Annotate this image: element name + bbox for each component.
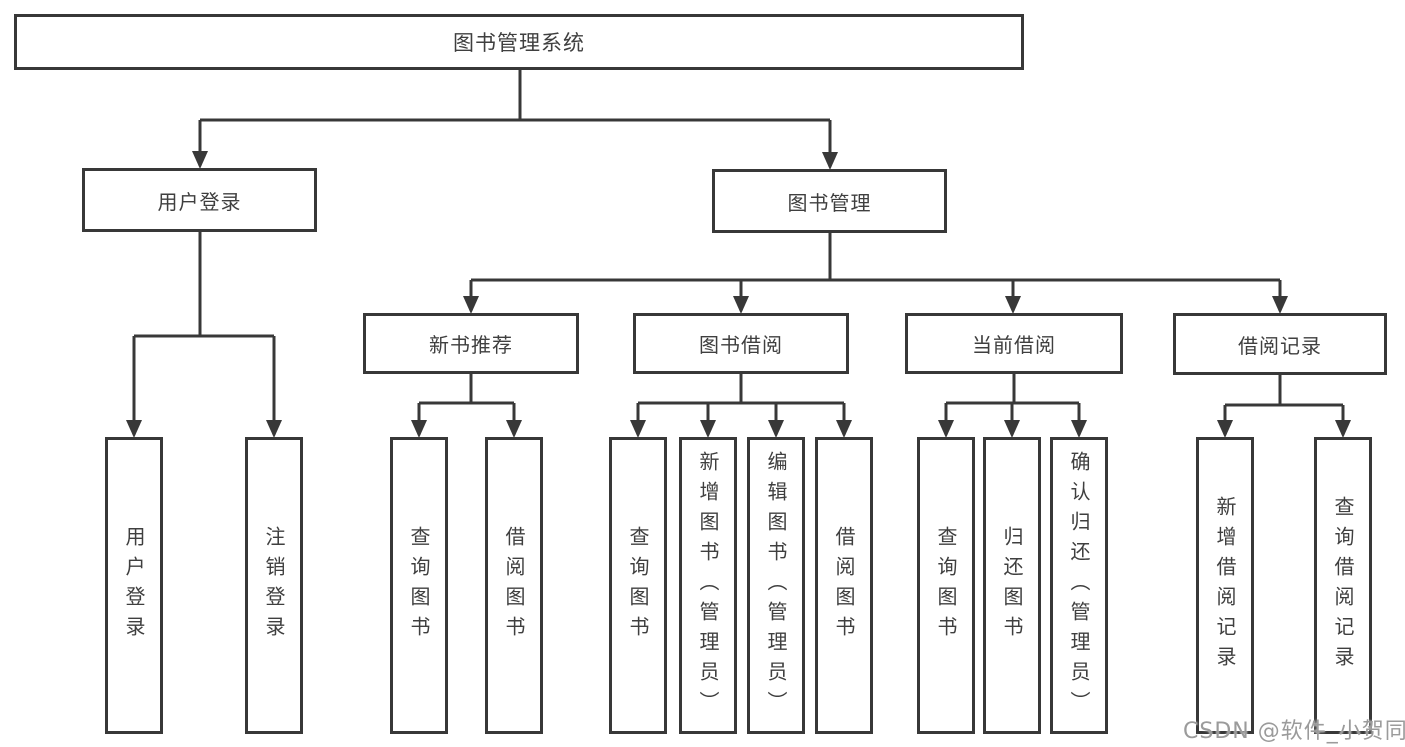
leaf-query-books: 查询图书 bbox=[917, 437, 975, 734]
node-book-management: 图书管理 bbox=[712, 169, 947, 233]
leaf-borrow-books: 借阅图书 bbox=[815, 437, 873, 734]
node-library-management-system: 图书管理系统 bbox=[14, 14, 1024, 70]
csdn-watermark: CSDN @软件_小贺同学 bbox=[1183, 719, 1405, 744]
node-borrowing-records: 借阅记录 bbox=[1173, 313, 1387, 375]
node-label: 归还图书 bbox=[1000, 525, 1024, 646]
node-label: 当前借阅 bbox=[972, 333, 1056, 357]
leaf-return-books: 归还图书 bbox=[983, 437, 1041, 734]
node-new-book-recommendation: 新书推荐 bbox=[363, 313, 579, 374]
node-label: 注销登录 bbox=[262, 525, 286, 646]
node-label: 新增图书（管理员） bbox=[696, 450, 720, 721]
leaf-logout-login: 注销登录 bbox=[245, 437, 303, 734]
leaf-borrow-books: 借阅图书 bbox=[485, 437, 543, 734]
node-label: 图书管理 bbox=[787, 190, 872, 215]
node-label: 查询图书 bbox=[934, 525, 958, 646]
node-label: 查询图书 bbox=[626, 525, 650, 646]
node-label: 查询图书 bbox=[407, 525, 431, 646]
node-label: 新书推荐 bbox=[429, 333, 513, 357]
node-label: 新增借阅记录 bbox=[1213, 495, 1237, 676]
leaf-query-borrow-record: 查询借阅记录 bbox=[1314, 437, 1372, 734]
node-label: 借阅图书 bbox=[832, 525, 856, 646]
node-label: 确认归还（管理员） bbox=[1067, 450, 1091, 721]
leaf-edit-books-admin: 编辑图书（管理员） bbox=[747, 437, 805, 734]
leaf-add-borrow-record: 新增借阅记录 bbox=[1196, 437, 1254, 734]
leaf-user-login: 用户登录 bbox=[105, 437, 163, 734]
node-user-login: 用户登录 bbox=[82, 168, 317, 232]
node-label: 借阅图书 bbox=[502, 525, 526, 646]
node-label: 用户登录 bbox=[122, 525, 146, 646]
node-label: 借阅记录 bbox=[1238, 333, 1322, 358]
node-label: 用户登录 bbox=[157, 189, 242, 214]
leaf-confirm-return-admin: 确认归还（管理员） bbox=[1050, 437, 1108, 734]
node-current-borrowing: 当前借阅 bbox=[905, 313, 1123, 374]
leaf-query-books: 查询图书 bbox=[390, 437, 448, 734]
leaf-add-books-admin: 新增图书（管理员） bbox=[679, 437, 737, 734]
arrowhead-icons bbox=[126, 151, 1351, 438]
node-label: 图书借阅 bbox=[699, 333, 783, 357]
node-label: 编辑图书（管理员） bbox=[764, 450, 788, 721]
node-book-borrowing: 图书借阅 bbox=[633, 313, 849, 374]
node-label: 图书管理系统 bbox=[453, 31, 585, 55]
node-label: 查询借阅记录 bbox=[1331, 495, 1355, 676]
leaf-query-books: 查询图书 bbox=[609, 437, 667, 734]
